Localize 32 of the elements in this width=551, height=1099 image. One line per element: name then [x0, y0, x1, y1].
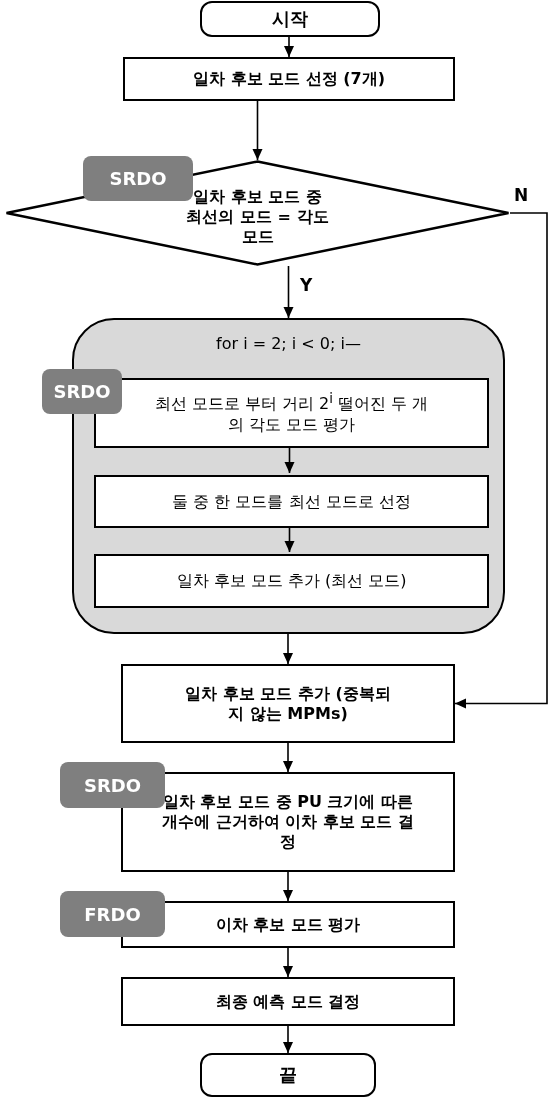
terminal-box [200, 1053, 376, 1097]
arrow [284, 36, 294, 58]
step-text: 둘 중 한 모드를 최선 모드로 선정 [172, 491, 411, 512]
terminal-text: 끝 [279, 1063, 297, 1087]
process-box [121, 977, 455, 1026]
terminal-box [200, 1, 380, 37]
step-text: 일차 후보 모드 추가 (중복되지 않는 MPMs) [184, 683, 392, 724]
arrow [283, 742, 293, 773]
arrow [252, 100, 263, 161]
process-box [121, 664, 455, 743]
arrow [283, 633, 293, 665]
step-text: 일차 후보 모드 선정 (7개) [192, 69, 385, 89]
arrow [454, 212, 548, 709]
terminal-text: 시작 [272, 7, 308, 31]
arrow [284, 525, 295, 553]
step-text: 최선 모드로 부터 거리 2$^{i}$ 떨어진 두 개의 각도 모드 평가 [154, 391, 429, 435]
process-box [94, 554, 489, 608]
label-tag: SRDO [42, 369, 122, 414]
label-tag: FRDO [60, 891, 165, 937]
arrow [283, 265, 294, 319]
label-tag: SRDO [60, 762, 165, 808]
loop-condition: for i = 2; i < 0; i— [216, 334, 361, 354]
label-tag: SRDO [83, 156, 193, 201]
process-box [123, 57, 455, 101]
arrow [283, 947, 293, 978]
arrow [284, 445, 295, 474]
step-text: 이차 후보 모드 평가 [215, 914, 361, 935]
process-box [94, 475, 489, 528]
step-text: 최종 예측 모드 결정 [215, 991, 361, 1012]
step-text: 일차 후보 모드 추가 (최선 모드) [176, 571, 407, 591]
arrow [283, 871, 293, 902]
arrow [283, 1025, 293, 1054]
